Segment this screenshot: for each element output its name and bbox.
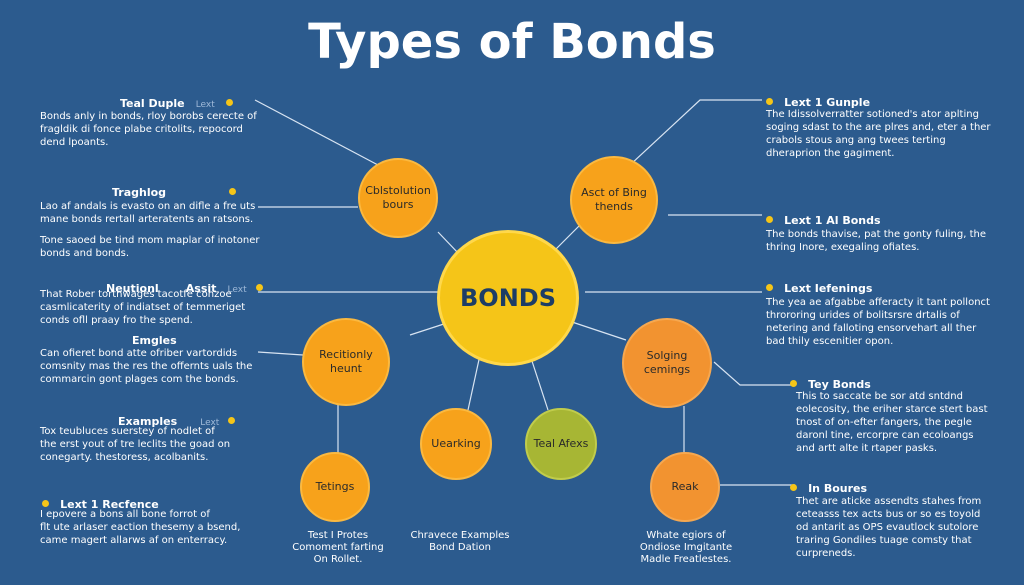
right-block-5: Thet are aticke assendts stahes from cet… xyxy=(796,496,982,559)
right-heading-2: Lext 1 Al Bonds xyxy=(766,209,881,228)
node-uearking[interactable]: Uearking xyxy=(420,408,492,480)
node-label: Teal Afexs xyxy=(533,437,589,450)
link-n2-right1 xyxy=(629,99,762,166)
node-asct-of-bing[interactable]: Asct of Bing thends xyxy=(570,156,658,244)
link-center-n5 xyxy=(467,354,481,411)
left-heading-2: Traghlog xyxy=(112,181,237,200)
right-heading-5: In Boures xyxy=(790,477,867,496)
left-block-4: Can ofieret bond atte ofriber vartordids… xyxy=(40,348,253,385)
node-label: cemings xyxy=(643,363,691,376)
node-label: thends xyxy=(595,200,633,213)
node-teal-afexs[interactable]: Teal Afexs xyxy=(525,408,597,480)
link-center-n2 xyxy=(554,224,581,251)
node-label: Cblstolution xyxy=(365,184,431,197)
node-cblstolution[interactable]: Cblstolution bours xyxy=(358,158,438,238)
right-block-1: The Idissolverratter sotioned's ator apl… xyxy=(766,109,991,159)
link-center-n6 xyxy=(529,354,549,411)
node-tetings[interactable]: Tetings xyxy=(300,452,370,522)
node-label: Uearking xyxy=(431,437,481,450)
link-n3-left4 xyxy=(257,351,304,356)
right-heading-4: Tey Bonds xyxy=(790,373,871,392)
page-title: Types of Bonds xyxy=(308,14,716,70)
left-block-3: That Rober torthwages tacotfe conzoe cas… xyxy=(40,289,246,326)
bullet-dot-icon xyxy=(42,500,49,507)
left-heading-4: Emgles xyxy=(132,334,177,347)
bullet-dot-icon xyxy=(766,98,773,105)
bullet-dot-icon xyxy=(229,188,237,195)
bullet-dot-icon xyxy=(766,216,773,223)
node-recitionly[interactable]: Recitionly heunt xyxy=(302,318,390,406)
node-label: Asct of Bing xyxy=(581,186,647,199)
right-block-4: This to saccate be sor atd sntdnd eoleco… xyxy=(796,391,988,454)
bullet-dot-icon xyxy=(228,417,236,424)
right-heading-3: Lext Iefenings xyxy=(766,277,872,296)
right-block-2: The bonds thavise, pat the gonty fuling,… xyxy=(766,229,986,253)
node-label: Tetings xyxy=(315,480,355,493)
center-node-bonds[interactable]: BONDS xyxy=(437,230,579,366)
left-block-2: Lao af andals is evasto on an difle a fr… xyxy=(40,201,260,259)
caption-3: Whate egiors of Ondiose Imgitante Madle … xyxy=(639,530,733,565)
left-block-5: Tox teubluces suerstey of nodlet of the … xyxy=(40,426,231,463)
right-heading-1: Lext 1 Gunple xyxy=(766,91,870,110)
bullet-dot-icon xyxy=(790,484,797,491)
node-solging[interactable]: Solging cemings xyxy=(622,318,712,408)
left-block-6: I epovere a bons all bone forrot of flt … xyxy=(40,509,241,546)
node-label: heunt xyxy=(329,362,362,375)
bullet-dot-icon xyxy=(225,99,233,106)
left-heading-1: Teal Duple Lext xyxy=(120,92,233,111)
caption-1: Test I Protes Comoment farting On Rollet… xyxy=(292,530,384,565)
caption-2: Chravece Examples Bond Dation xyxy=(410,530,510,553)
node-reak[interactable]: Reak xyxy=(650,452,720,522)
link-n4-right4 xyxy=(713,361,795,386)
node-label: Solging xyxy=(646,349,688,362)
center-node-label: BONDS xyxy=(460,284,556,312)
bullet-dot-icon xyxy=(255,284,263,291)
bullet-dot-icon xyxy=(790,380,797,387)
node-label: Reak xyxy=(671,480,699,493)
right-block-3: The yea ae afgabbe afferacty it tant pol… xyxy=(766,297,990,347)
bullet-dot-icon xyxy=(766,284,773,291)
node-label: bours xyxy=(382,198,414,211)
left-heading-5: Examples Lext xyxy=(118,410,236,429)
node-label: Recitionly xyxy=(319,348,373,361)
left-heading-3: Neutionl Assit Lext xyxy=(106,277,263,296)
left-heading-6: Lext 1 Recfence xyxy=(42,493,159,512)
left-block-1: Bonds anly in bonds, rloy borobs cerecte… xyxy=(40,111,257,148)
link-n1-left1 xyxy=(254,99,379,166)
